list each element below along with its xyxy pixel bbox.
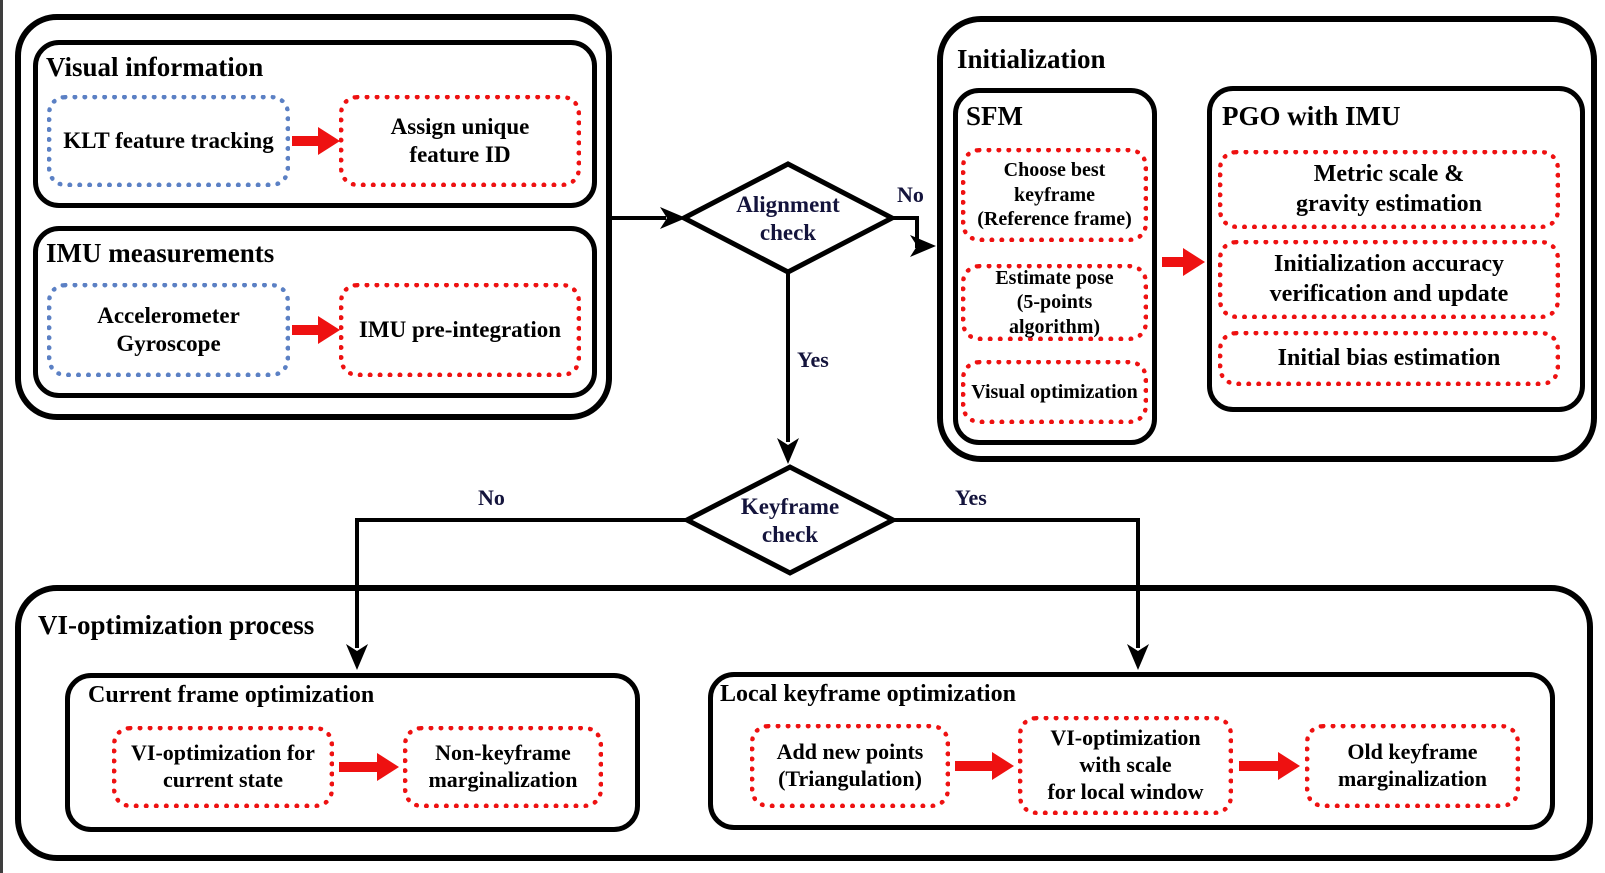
add-new-points-box: Add new points (Triangulation) bbox=[750, 724, 950, 808]
current-frame-optimization-panel bbox=[65, 673, 640, 832]
assign-feature-id-box: Assign unique feature ID bbox=[339, 95, 581, 187]
current-frame-optimization-title: Current frame optimization bbox=[88, 682, 375, 708]
pgo-with-imu-panel bbox=[1207, 86, 1585, 412]
klt-feature-tracking-box: KLT feature tracking bbox=[47, 95, 290, 187]
vi-optimization-current-state-box: VI-optimization for current state bbox=[112, 726, 334, 808]
initialization-title: Initialization bbox=[957, 44, 1106, 74]
accelerometer-gyroscope-box: Accelerometer Gyroscope bbox=[47, 283, 290, 377]
old-keyframe-marginalization-box: Old keyframe marginalization bbox=[1305, 724, 1520, 808]
sensor-input-panel bbox=[15, 14, 612, 420]
alignment-check-label: Alignment check bbox=[736, 192, 840, 245]
visual-information-title: Visual information bbox=[46, 52, 264, 82]
vi-optimization-scale-box: VI-optimization with scale for local win… bbox=[1018, 716, 1233, 815]
local-keyframe-optimization-panel bbox=[708, 672, 1555, 830]
imu-measurements-panel bbox=[33, 226, 597, 398]
imu-measurements-title: IMU measurements bbox=[46, 238, 275, 268]
keyframe-yes-label: Yes bbox=[955, 485, 987, 510]
visual-information-panel bbox=[33, 40, 597, 208]
alignment-yes-label: Yes bbox=[797, 347, 829, 372]
vi-optimization-title: VI-optimization process bbox=[38, 610, 315, 640]
pgo-with-imu-title: PGO with IMU bbox=[1222, 101, 1401, 131]
alignment-no-label: No bbox=[897, 182, 924, 207]
initialization-accuracy-box: Initialization accuracy verification and… bbox=[1218, 240, 1560, 319]
estimate-pose-box: Estimate pose (5-points algorithm) bbox=[961, 264, 1148, 341]
keyframe-check-label: Keyframe check bbox=[740, 494, 840, 547]
imu-preintegration-box: IMU pre-integration bbox=[339, 283, 581, 377]
vi-optimization-panel bbox=[15, 585, 1593, 861]
non-keyframe-marginalization-box: Non-keyframe marginalization bbox=[403, 726, 603, 808]
visual-optimization-box: Visual optimization bbox=[961, 360, 1148, 424]
sfm-title: SFM bbox=[966, 101, 1023, 131]
local-keyframe-optimization-title: Local keyframe optimization bbox=[720, 681, 1016, 707]
metric-scale-gravity-box: Metric scale & gravity estimation bbox=[1218, 150, 1560, 229]
choose-best-keyframe-box: Choose best keyframe (Reference frame) bbox=[961, 148, 1148, 242]
initial-bias-estimation-box: Initial bias estimation bbox=[1218, 331, 1560, 386]
keyframe-no-label: No bbox=[478, 485, 505, 510]
sfm-panel bbox=[953, 88, 1157, 445]
initialization-panel bbox=[937, 16, 1597, 462]
window-left-edge bbox=[0, 0, 3, 873]
